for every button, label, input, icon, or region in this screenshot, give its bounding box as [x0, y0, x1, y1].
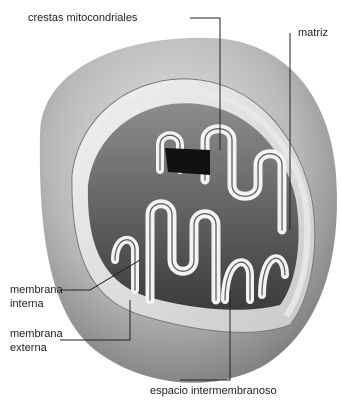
label-membrana-externa-1: membrana	[10, 328, 63, 341]
matrix-dark-panel	[165, 148, 210, 175]
label-membrana-externa-2: externa	[10, 342, 47, 355]
label-matriz: matriz	[298, 27, 328, 40]
label-membrana-interna-2: interna	[10, 298, 44, 311]
label-espacio-intermembranoso: espacio intermembranoso	[150, 385, 277, 398]
label-crestas-mitocondriales: crestas mitocondriales	[28, 12, 137, 25]
label-membrana-interna-1: membrana	[10, 284, 63, 297]
